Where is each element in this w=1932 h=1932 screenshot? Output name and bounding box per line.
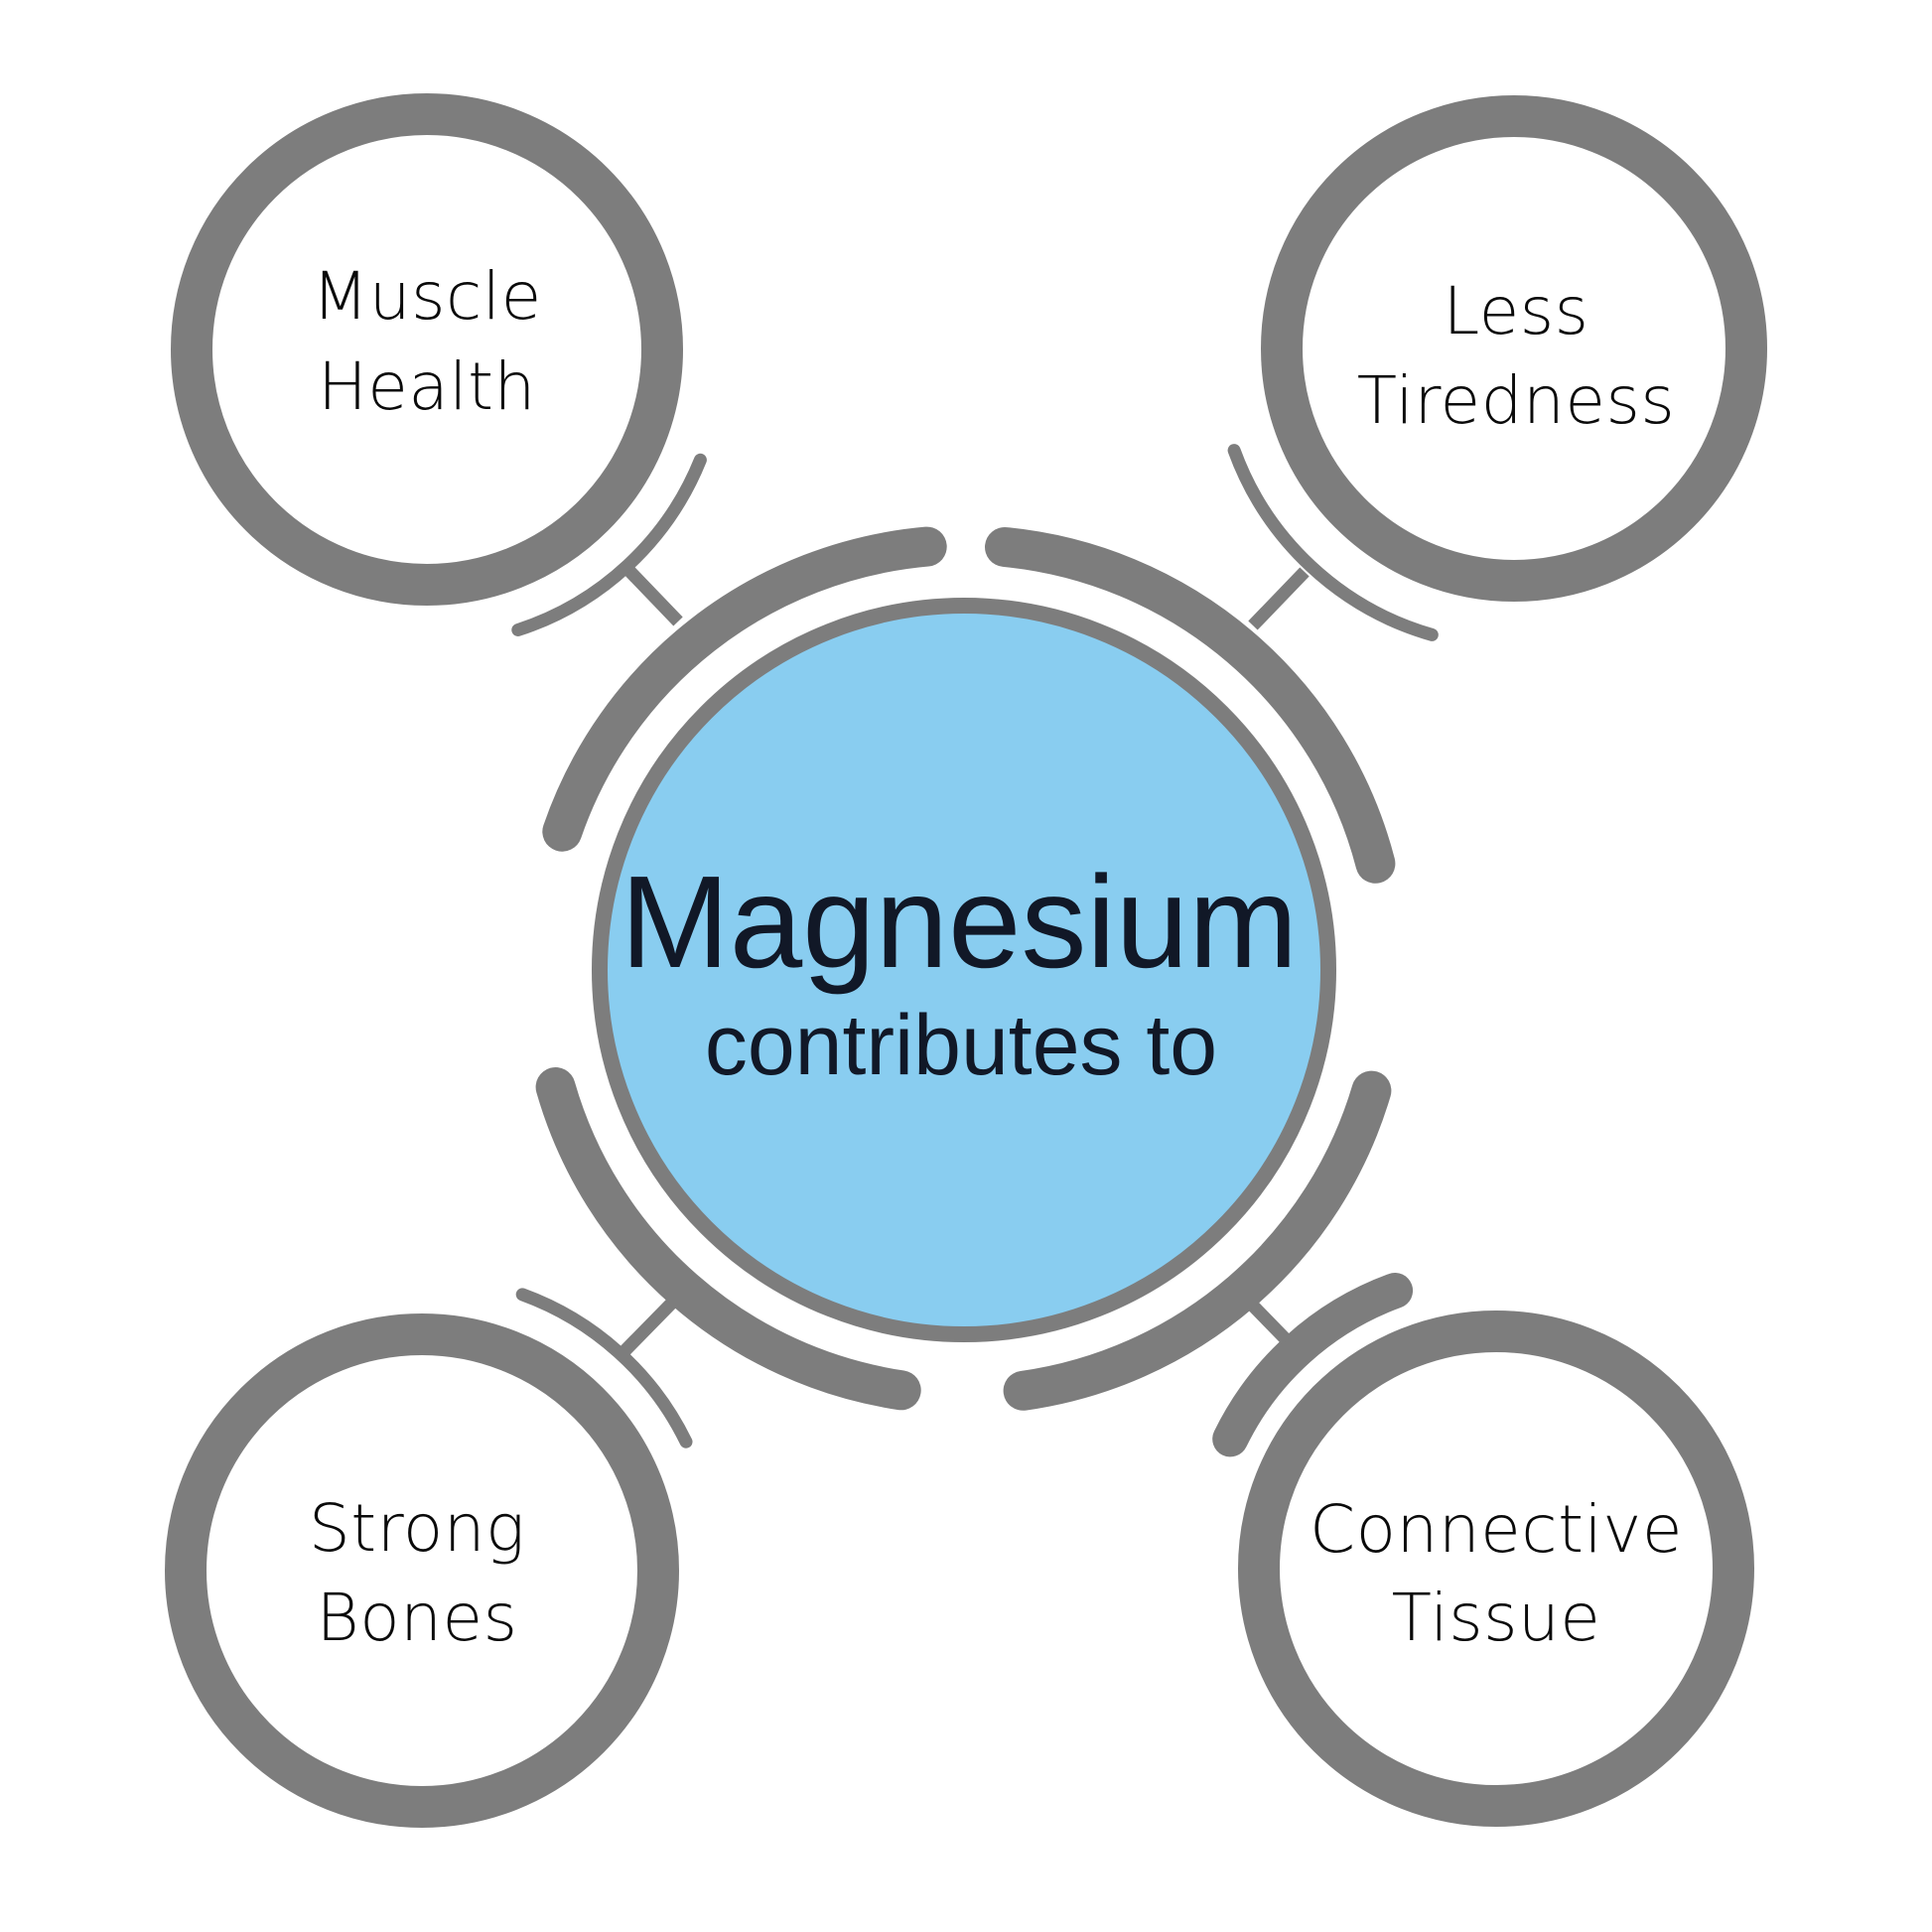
- benefit-label: Strong: [309, 1490, 525, 1567]
- hub-circle: [592, 598, 1336, 1342]
- benefit-muscle-health: Muscle Health: [171, 93, 707, 636]
- hub-arc-bottom-right: [1003, 1070, 1392, 1411]
- linking-arc: [1227, 444, 1439, 641]
- benefit-label: Health: [318, 348, 536, 425]
- benefit-ring: [171, 93, 683, 606]
- hub-arc-top-left: [542, 526, 947, 852]
- hub: Magnesium contributes to: [592, 598, 1336, 1342]
- benefit-label: Less: [1444, 273, 1589, 349]
- hub-arcs: [535, 526, 1396, 1411]
- hub-subtitle: contributes to: [705, 998, 1217, 1093]
- connector-line: [624, 566, 683, 626]
- benefit-label: Bones: [317, 1580, 518, 1656]
- benefit-label: Connective: [1310, 1491, 1683, 1568]
- benefit-ring: [1261, 95, 1767, 602]
- connector-line: [619, 1298, 677, 1357]
- benefit-label: Tissue: [1392, 1580, 1601, 1656]
- benefit-ring: [1238, 1311, 1754, 1827]
- linking-arc: [515, 1288, 693, 1449]
- benefit-label: Tiredness: [1357, 362, 1676, 439]
- connector-line: [1248, 567, 1310, 630]
- benefit-strong-bones: Strong Bones: [165, 1288, 693, 1828]
- hub-arc-bottom-left: [535, 1067, 921, 1411]
- hub-arc-top-right: [985, 527, 1396, 884]
- linking-arc: [1212, 1273, 1414, 1457]
- hub-title: Magnesium: [621, 849, 1298, 995]
- connector-line: [1244, 1297, 1292, 1345]
- benefit-connective-tissue: Connective Tissue: [1212, 1273, 1754, 1827]
- benefit-label: Muscle: [312, 258, 541, 335]
- benefit-less-tiredness: Less Tiredness: [1227, 95, 1767, 641]
- linking-arc: [511, 453, 707, 636]
- benefit-ring: [165, 1313, 679, 1828]
